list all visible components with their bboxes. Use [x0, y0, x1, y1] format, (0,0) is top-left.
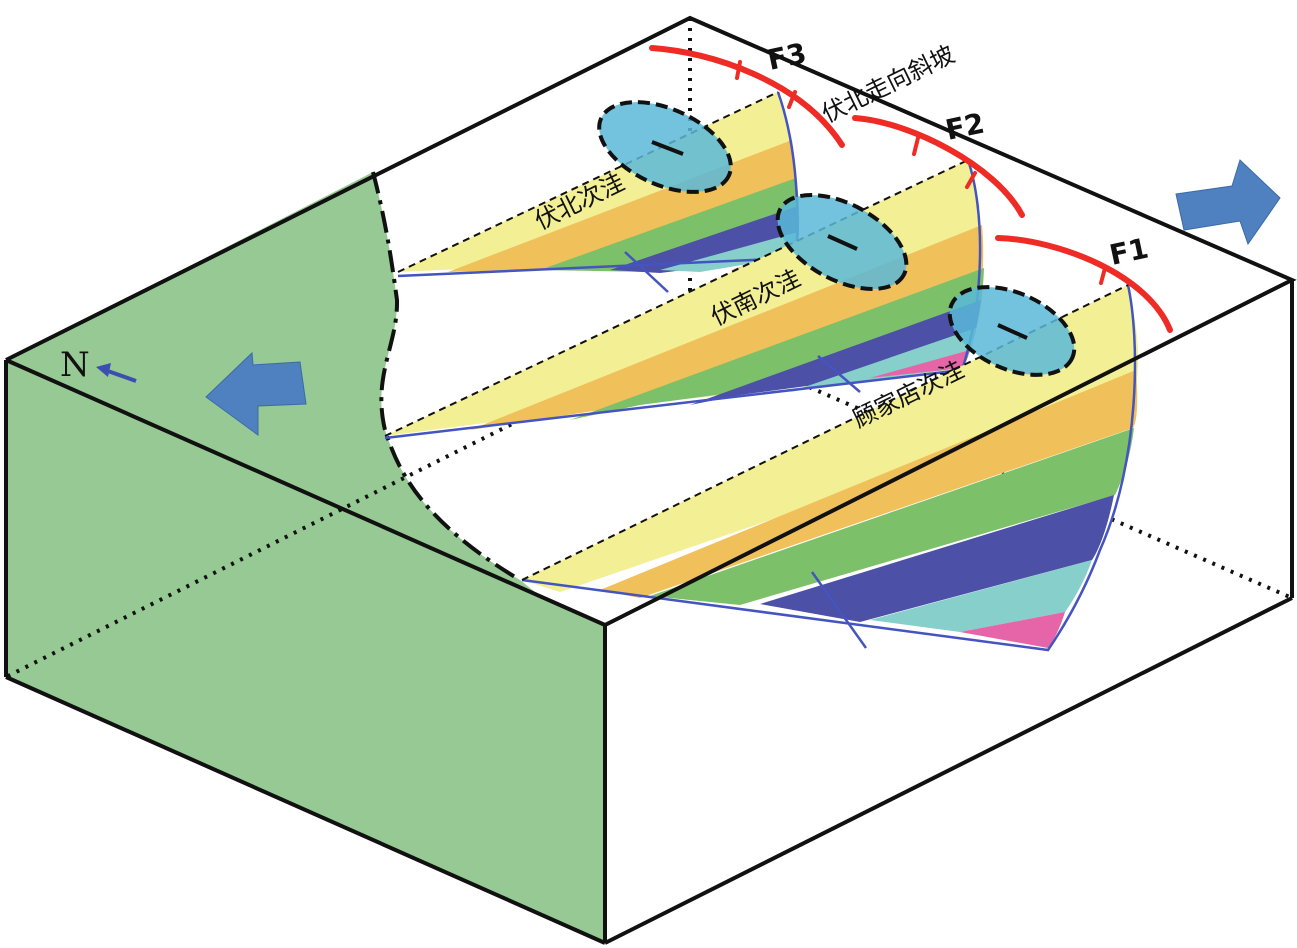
fault-trace-f2 [852, 115, 1025, 218]
fault-traces [649, 45, 1173, 333]
block-arrow-left-icon [205, 351, 307, 436]
layer-teal [870, 560, 1092, 632]
block-arrow-right-icon [1175, 159, 1281, 246]
north-arrow-icon [96, 363, 137, 383]
green-front-face [6, 360, 605, 943]
fault-label-f1: F1 [1107, 232, 1152, 272]
layer-pink [960, 612, 1065, 648]
depocenters [597, 100, 1077, 377]
hidden-edges [5, 18, 1293, 679]
fault-trace-f1 [995, 235, 1173, 333]
layer-green [570, 268, 984, 420]
layer-teal [790, 328, 976, 392]
fault-trace-f3 [649, 45, 845, 148]
layer-pink [870, 350, 970, 378]
fault-label-f3: F3 [765, 37, 810, 77]
fault-label-f2: F2 [943, 107, 988, 147]
layer-indigo [760, 495, 1114, 622]
cut-boundary [371, 171, 522, 582]
fault-surface-f1 [521, 284, 1137, 652]
layer-indigo [690, 300, 981, 405]
fault-surface-f2 [384, 159, 982, 440]
layer-yellow [522, 285, 1139, 592]
compass-north-label: N [60, 345, 90, 385]
layer-green [650, 428, 1134, 605]
visible-edges [4, 15, 1297, 945]
